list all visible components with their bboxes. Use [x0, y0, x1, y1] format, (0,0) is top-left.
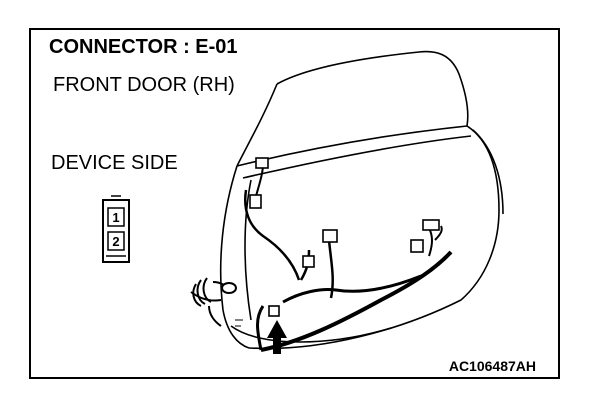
door-outline	[219, 50, 504, 350]
location-arrow	[267, 320, 287, 354]
reference-code: AC106487AH	[448, 358, 536, 374]
location-subtitle: FRONT DOOR (RH)	[53, 74, 235, 96]
door-wiring-illustration: 1 2	[102, 50, 504, 354]
diagram-frame: 1 2	[29, 28, 560, 379]
grommet-boot	[190, 277, 243, 327]
connector-title: CONNECTOR : E-01	[49, 36, 238, 58]
connector-symbol: 1 2	[102, 195, 130, 263]
wiring-harness	[244, 163, 453, 352]
pin-label-2: 2	[112, 234, 119, 249]
device-side-label: DEVICE SIDE	[51, 152, 178, 174]
harness-connectors	[249, 157, 440, 317]
pin-label-1: 1	[112, 210, 119, 225]
